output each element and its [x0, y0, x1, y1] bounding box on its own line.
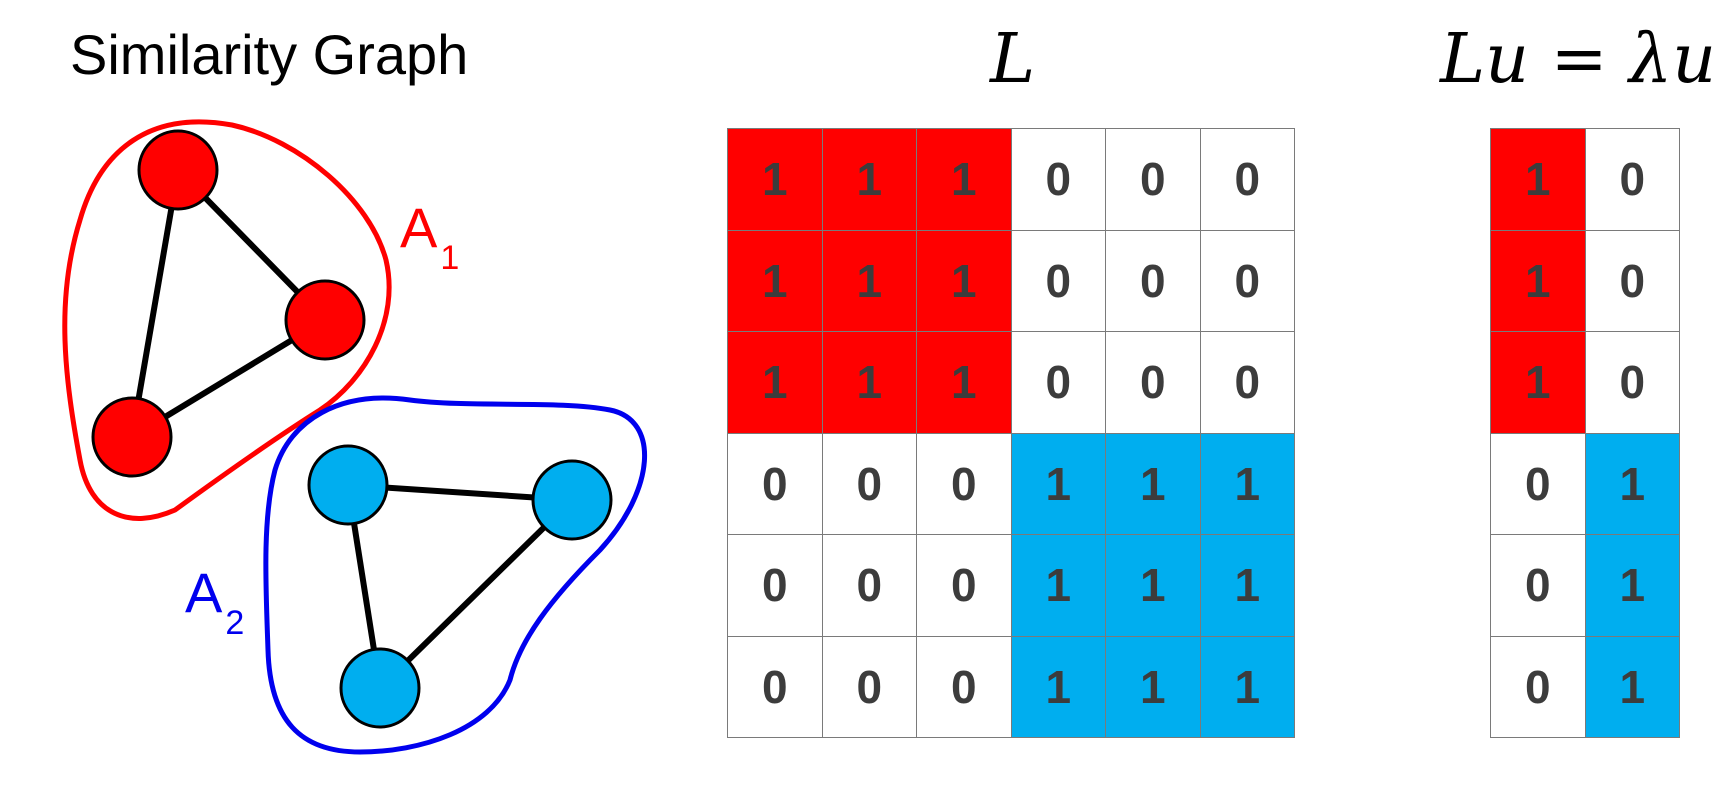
- laplacian-cell-r2-c3: 1: [917, 230, 1012, 332]
- laplacian-cell-r6-c6: 1: [1200, 636, 1295, 738]
- laplacian-cell-r3-c2: 1: [822, 332, 917, 434]
- eigenvector-cell-r1-c2: 0: [1585, 129, 1680, 231]
- cluster-a1-subscript: 1: [440, 239, 460, 277]
- laplacian-cell-r6-c5: 1: [1106, 636, 1201, 738]
- laplacian-cell-r2-c5: 0: [1106, 230, 1201, 332]
- node-a2-right: [531, 459, 613, 541]
- laplacian-cell-r6-c1: 0: [728, 636, 823, 738]
- eigenvector-cell-r4-c2: 1: [1585, 433, 1680, 535]
- laplacian-cell-r4-c2: 0: [822, 433, 917, 535]
- eigenvector-cell-r5-c1: 0: [1491, 535, 1586, 637]
- laplacian-cell-r4-c5: 1: [1106, 433, 1201, 535]
- laplacian-cell-r5-c2: 0: [822, 535, 917, 637]
- laplacian-cell-r3-c4: 0: [1011, 332, 1106, 434]
- laplacian-cell-r3-c1: 1: [728, 332, 823, 434]
- node-a2-bottom: [339, 647, 421, 729]
- eigenvector-cell-r3-c2: 0: [1585, 332, 1680, 434]
- laplacian-cell-r1-c6: 0: [1200, 129, 1295, 231]
- node-a1-bottom: [91, 396, 173, 478]
- laplacian-cell-r3-c3: 1: [917, 332, 1012, 434]
- node-a1-top: [137, 129, 219, 211]
- eigenvector-cell-r2-c2: 0: [1585, 230, 1680, 332]
- laplacian-cell-r5-c1: 0: [728, 535, 823, 637]
- eigenvector-cell-r1-c1: 1: [1491, 129, 1586, 231]
- laplacian-cell-r4-c1: 0: [728, 433, 823, 535]
- equation-title: Lu = λu: [1440, 20, 1717, 99]
- laplacian-cell-r5-c3: 0: [917, 535, 1012, 637]
- laplacian-cell-r1-c3: 1: [917, 129, 1012, 231]
- eigenvector-cell-r4-c1: 0: [1491, 433, 1586, 535]
- eigenvector-cell-r3-c1: 1: [1491, 332, 1586, 434]
- laplacian-cell-r2-c6: 0: [1200, 230, 1295, 332]
- laplacian-cell-r6-c2: 0: [822, 636, 917, 738]
- eigenvector-cell-r6-c1: 0: [1491, 636, 1586, 738]
- laplacian-cell-r6-c3: 0: [917, 636, 1012, 738]
- cluster-a2-letter: A: [185, 561, 223, 624]
- laplacian-cell-r4-c3: 0: [917, 433, 1012, 535]
- matrix-title: L: [990, 20, 1036, 99]
- eigenvector-cell-r6-c2: 1: [1585, 636, 1680, 738]
- laplacian-cell-r1-c1: 1: [728, 129, 823, 231]
- edge-a1-top-bottom: [129, 169, 181, 438]
- laplacian-cell-r3-c5: 0: [1106, 332, 1201, 434]
- laplacian-cell-r5-c6: 1: [1200, 535, 1295, 637]
- cluster-a1-outline: [62, 119, 392, 521]
- node-a1-right: [284, 279, 366, 361]
- node-a2-left: [307, 444, 389, 526]
- cluster-a1-label: A1: [400, 200, 459, 276]
- laplacian-cell-r1-c2: 1: [822, 129, 917, 231]
- laplacian-cell-r6-c4: 1: [1011, 636, 1106, 738]
- cluster-a2-outline: [263, 395, 648, 755]
- cluster-a1-letter: A: [400, 196, 438, 259]
- eigenvector-cell-r2-c1: 1: [1491, 230, 1586, 332]
- similarity-graph: [62, 119, 648, 755]
- laplacian-cell-r4-c6: 1: [1200, 433, 1295, 535]
- graph-title: Similarity Graph: [70, 23, 469, 86]
- eigenvector-cell-r5-c2: 1: [1585, 535, 1680, 637]
- laplacian-cell-r5-c4: 1: [1011, 535, 1106, 637]
- laplacian-cell-r1-c5: 0: [1106, 129, 1201, 231]
- laplacian-cell-r2-c1: 1: [728, 230, 823, 332]
- cluster-a2-subscript: 2: [225, 604, 245, 642]
- laplacian-cell-r2-c4: 0: [1011, 230, 1106, 332]
- laplacian-cell-r4-c4: 1: [1011, 433, 1106, 535]
- cluster-a2-label: A2: [185, 565, 244, 641]
- laplacian-cell-r5-c5: 1: [1106, 535, 1201, 637]
- edge-a2-right-bottom: [377, 497, 575, 691]
- laplacian-cell-r3-c6: 0: [1200, 332, 1295, 434]
- laplacian-cell-r1-c4: 0: [1011, 129, 1106, 231]
- laplacian-cell-r2-c2: 1: [822, 230, 917, 332]
